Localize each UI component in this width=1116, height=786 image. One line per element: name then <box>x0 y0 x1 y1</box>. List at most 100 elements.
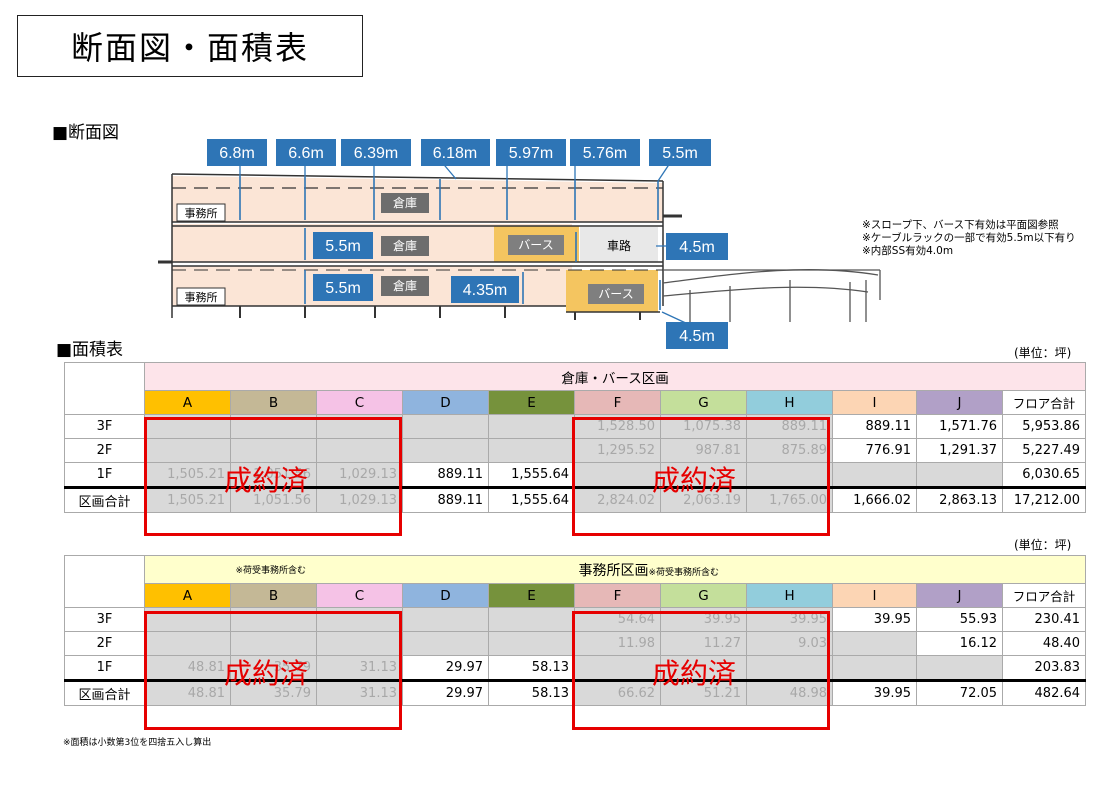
table-cell: 482.64 <box>1002 679 1087 706</box>
column-header: H <box>746 583 834 608</box>
note-1: ※スロープ下、バース下有効は平面図参照 <box>862 219 1059 231</box>
table-cell <box>574 655 662 681</box>
table-cell: 889.11 <box>746 414 833 439</box>
table-cell: 9.03 <box>746 631 834 656</box>
column-header: J <box>916 390 1003 415</box>
height-label-5: 5.97m <box>509 145 553 162</box>
table-cell: 48.40 <box>1002 631 1087 656</box>
table-cell <box>660 655 748 681</box>
column-header: フロア合計 <box>1001 390 1087 415</box>
table-cell <box>832 655 918 681</box>
table-cell <box>316 631 403 656</box>
table-cell <box>660 462 747 488</box>
row-label: 2F <box>64 631 145 656</box>
column-header: G <box>660 390 747 415</box>
table-cell: 987.81 <box>660 438 747 463</box>
table-cell: 11.98 <box>574 631 662 656</box>
table-cell: 1,555.64 <box>488 486 575 513</box>
table-cell: 48.81 <box>144 679 231 706</box>
section-header: 事務所区画※荷受事務所含む <box>488 555 1087 584</box>
row-label: 3F <box>64 414 145 439</box>
table-cell: 1,666.02 <box>832 486 917 513</box>
table-cell: 31.13 <box>316 679 403 706</box>
page-title: 断面図・面積表 <box>17 15 363 77</box>
diagram-notes: ※スロープ下、バース下有効は平面図参照 ※ケーブルラックの一部で有効5.5m以下… <box>862 219 1076 258</box>
table-cell <box>144 414 231 439</box>
table-cell: 875.89 <box>746 438 833 463</box>
height-label-3: 6.39m <box>354 145 398 162</box>
column-header: D <box>402 390 489 415</box>
height-label-4: 6.18m <box>433 145 477 162</box>
table-cell: 72.05 <box>916 679 1004 706</box>
column-header: F <box>574 390 661 415</box>
office-label-3f: 事務所 <box>185 206 218 220</box>
height-label-bg <box>207 139 267 166</box>
table-cell: 1,555.64 <box>488 462 575 488</box>
table-cell <box>144 607 231 632</box>
table-cell: 39.95 <box>832 607 918 632</box>
height-label-road: 4.5m <box>679 239 715 256</box>
table-cell <box>402 438 489 463</box>
table-cell <box>144 438 231 463</box>
table-cell: 11.27 <box>660 631 748 656</box>
table-cell <box>316 607 403 632</box>
table-cell: 55.93 <box>916 607 1004 632</box>
column-header: J <box>916 583 1004 608</box>
table-cell: 39.95 <box>660 607 748 632</box>
table-cell: 16.12 <box>916 631 1004 656</box>
table-cell: 776.91 <box>832 438 917 463</box>
column-header: I <box>832 583 918 608</box>
table-cell: 889.11 <box>402 462 489 488</box>
column-header: G <box>660 583 748 608</box>
row-label: 区画合計 <box>64 679 145 706</box>
road-fill <box>580 227 658 262</box>
table-cell <box>746 655 834 681</box>
table-cell <box>916 655 1004 681</box>
table-cell: 1,051.56 <box>230 462 317 488</box>
table-cell: 889.11 <box>402 486 489 513</box>
table-cell <box>230 607 317 632</box>
cross-section-diagram: 6.8m 6.6m 6.39m 6.18m 5.97m 5.76m 5.5m 5… <box>158 139 881 349</box>
table-cell: 1,291.37 <box>916 438 1003 463</box>
table-cell <box>832 631 918 656</box>
table-cell <box>316 414 403 439</box>
table-cell: 889.11 <box>832 414 917 439</box>
warehouse-label-2f: 倉庫 <box>393 238 417 253</box>
row-label: 2F <box>64 438 145 463</box>
table-cell: 58.13 <box>488 679 576 706</box>
berth-label-2f: バース <box>518 238 553 252</box>
column-header: D <box>401 583 490 608</box>
column-header: C <box>316 390 403 415</box>
table-cell: 1,765.00 <box>746 486 833 513</box>
table-cell <box>144 631 231 656</box>
table-cell: 48.81 <box>144 655 231 681</box>
table-cell: 1,528.50 <box>574 414 661 439</box>
table-cell: 5,227.49 <box>1001 438 1087 463</box>
table-cell <box>401 607 490 632</box>
table-cell <box>230 414 317 439</box>
warehouse-label-1f: 倉庫 <box>393 278 417 293</box>
table-cell: 39.95 <box>746 607 834 632</box>
note-2: ※ケーブルラックの一部で有効5.5m以下有り <box>862 232 1076 244</box>
office-label-1f: 事務所 <box>185 290 218 304</box>
row-label: 1F <box>64 462 145 488</box>
table-cell: 48.98 <box>746 679 834 706</box>
table-cell: 31.13 <box>316 655 403 681</box>
column-header: H <box>746 390 833 415</box>
section-header: 倉庫・バース区画 <box>143 362 1087 391</box>
table-cell: 35.79 <box>230 655 317 681</box>
sub-note-left: ※荷受事務所含む <box>230 555 489 584</box>
table-cell <box>574 462 661 488</box>
table-cell: 39.95 <box>832 679 918 706</box>
table-cell: 1,295.52 <box>574 438 661 463</box>
table-cell: 6,030.65 <box>1001 462 1087 488</box>
height-label-bottom: 4.5m <box>679 328 715 345</box>
table-cell: 29.97 <box>401 655 490 681</box>
note-3: ※内部SS有効4.0m <box>862 245 954 257</box>
table-cell <box>230 631 317 656</box>
footnote: ※面積は小数第3位を四捨五入し算出 <box>63 738 212 748</box>
column-header: フロア合計 <box>1002 583 1087 608</box>
